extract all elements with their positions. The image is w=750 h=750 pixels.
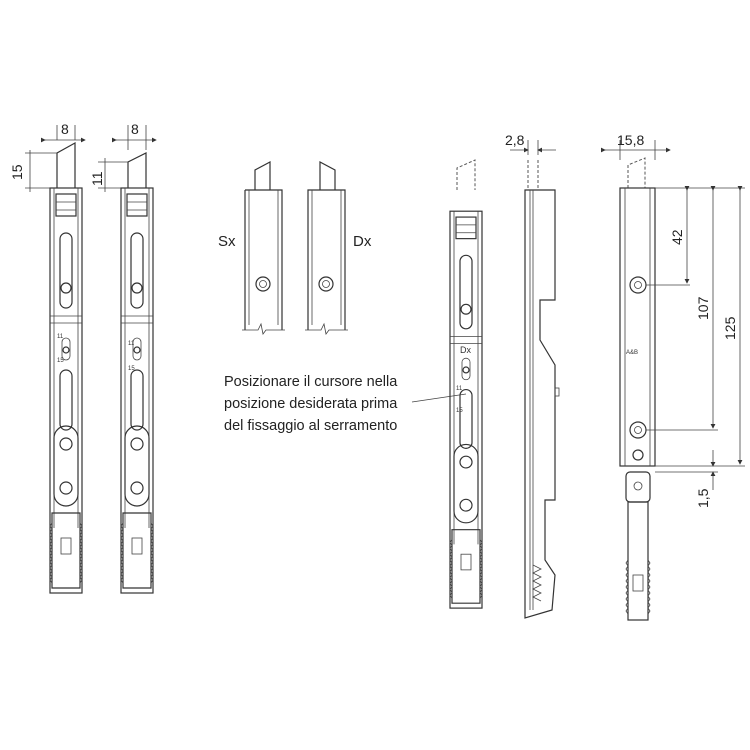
dim-bottom-gap: 1,5 [695, 488, 711, 508]
label-dx: Dx [353, 233, 372, 250]
pos-11-label: 11 [57, 334, 64, 340]
dim-second-height: 11 [89, 171, 105, 186]
bolt-left-15: 11 15 8 15 [9, 121, 86, 594]
bolt-dx-front: Dx 11 15 [449, 159, 483, 609]
dim-total-length: 125 [722, 316, 738, 340]
bolt-side-view: 2,8 [505, 132, 560, 619]
instruction-note: Posizionare il cursore nella posizione d… [224, 374, 467, 434]
bolt-left-11: 11 15 8 11 [89, 121, 157, 594]
dim-right-width: 15,8 [617, 132, 644, 148]
bolt-right-view: A&B 15,8 42 107 125 1,5 [601, 132, 745, 621]
pos-11-label: 11 [128, 341, 135, 347]
detail-dx: Dx [305, 161, 372, 335]
dim-left-width: 8 [61, 121, 69, 137]
pos-11-label: 11 [456, 386, 463, 392]
pos-15-label: 15 [456, 408, 463, 414]
detail-sx: Sx [218, 161, 285, 335]
dim-hole-to-top: 42 [669, 229, 685, 245]
dim-left-height: 15 [9, 164, 25, 180]
dim-second-width: 8 [131, 121, 139, 137]
note-line-3: del fissaggio al serramento [224, 418, 397, 434]
pos-15-label: 15 [128, 366, 135, 372]
label-sx: Sx [218, 233, 236, 250]
note-line-1: Posizionare il cursore nella [224, 374, 398, 390]
brand-logo: A&B [626, 350, 638, 356]
pos-15-label: 15 [57, 358, 64, 364]
note-line-2: posizione desiderata prima [224, 396, 398, 412]
dim-hole-spacing: 107 [695, 296, 711, 320]
dx-part-label: Dx [460, 345, 471, 355]
dim-side-thickness: 2,8 [505, 132, 525, 148]
